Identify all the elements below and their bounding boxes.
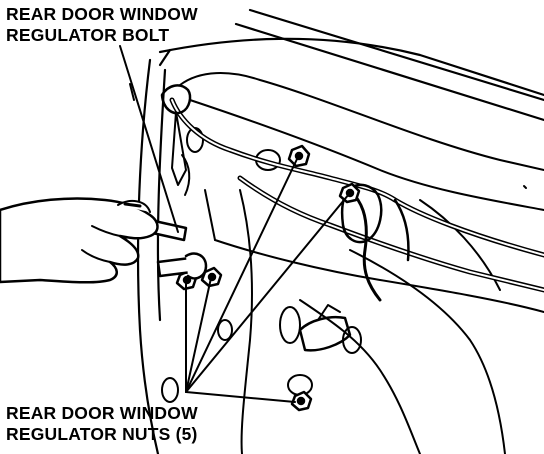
regulator-motor (298, 183, 383, 352)
regulator-cables (169, 97, 544, 302)
nuts-callout-label: REAR DOOR WINDOW REGULATOR NUTS (5) (6, 403, 198, 445)
bolt-callout-line-2: REGULATOR BOLT (6, 25, 170, 45)
nut-2 (338, 182, 361, 204)
bolt-callout-label: REAR DOOR WINDOW REGULATOR BOLT (6, 4, 198, 46)
nuts-callout-line-2: REGULATOR NUTS (5) (6, 424, 198, 444)
bolt-callout-line-1: REAR DOOR WINDOW (6, 4, 198, 24)
access-holes (161, 127, 362, 403)
nuts-callout-line-1: REAR DOOR WINDOW (6, 403, 198, 423)
detail-marks (129, 83, 527, 189)
regulator-nuts (175, 144, 361, 412)
hand-illustration (0, 197, 159, 284)
leader-lines (119, 45, 350, 403)
nut-5 (290, 390, 313, 412)
regulator-bracket (160, 84, 192, 196)
nut-1 (287, 144, 311, 168)
nut-4 (200, 266, 223, 288)
